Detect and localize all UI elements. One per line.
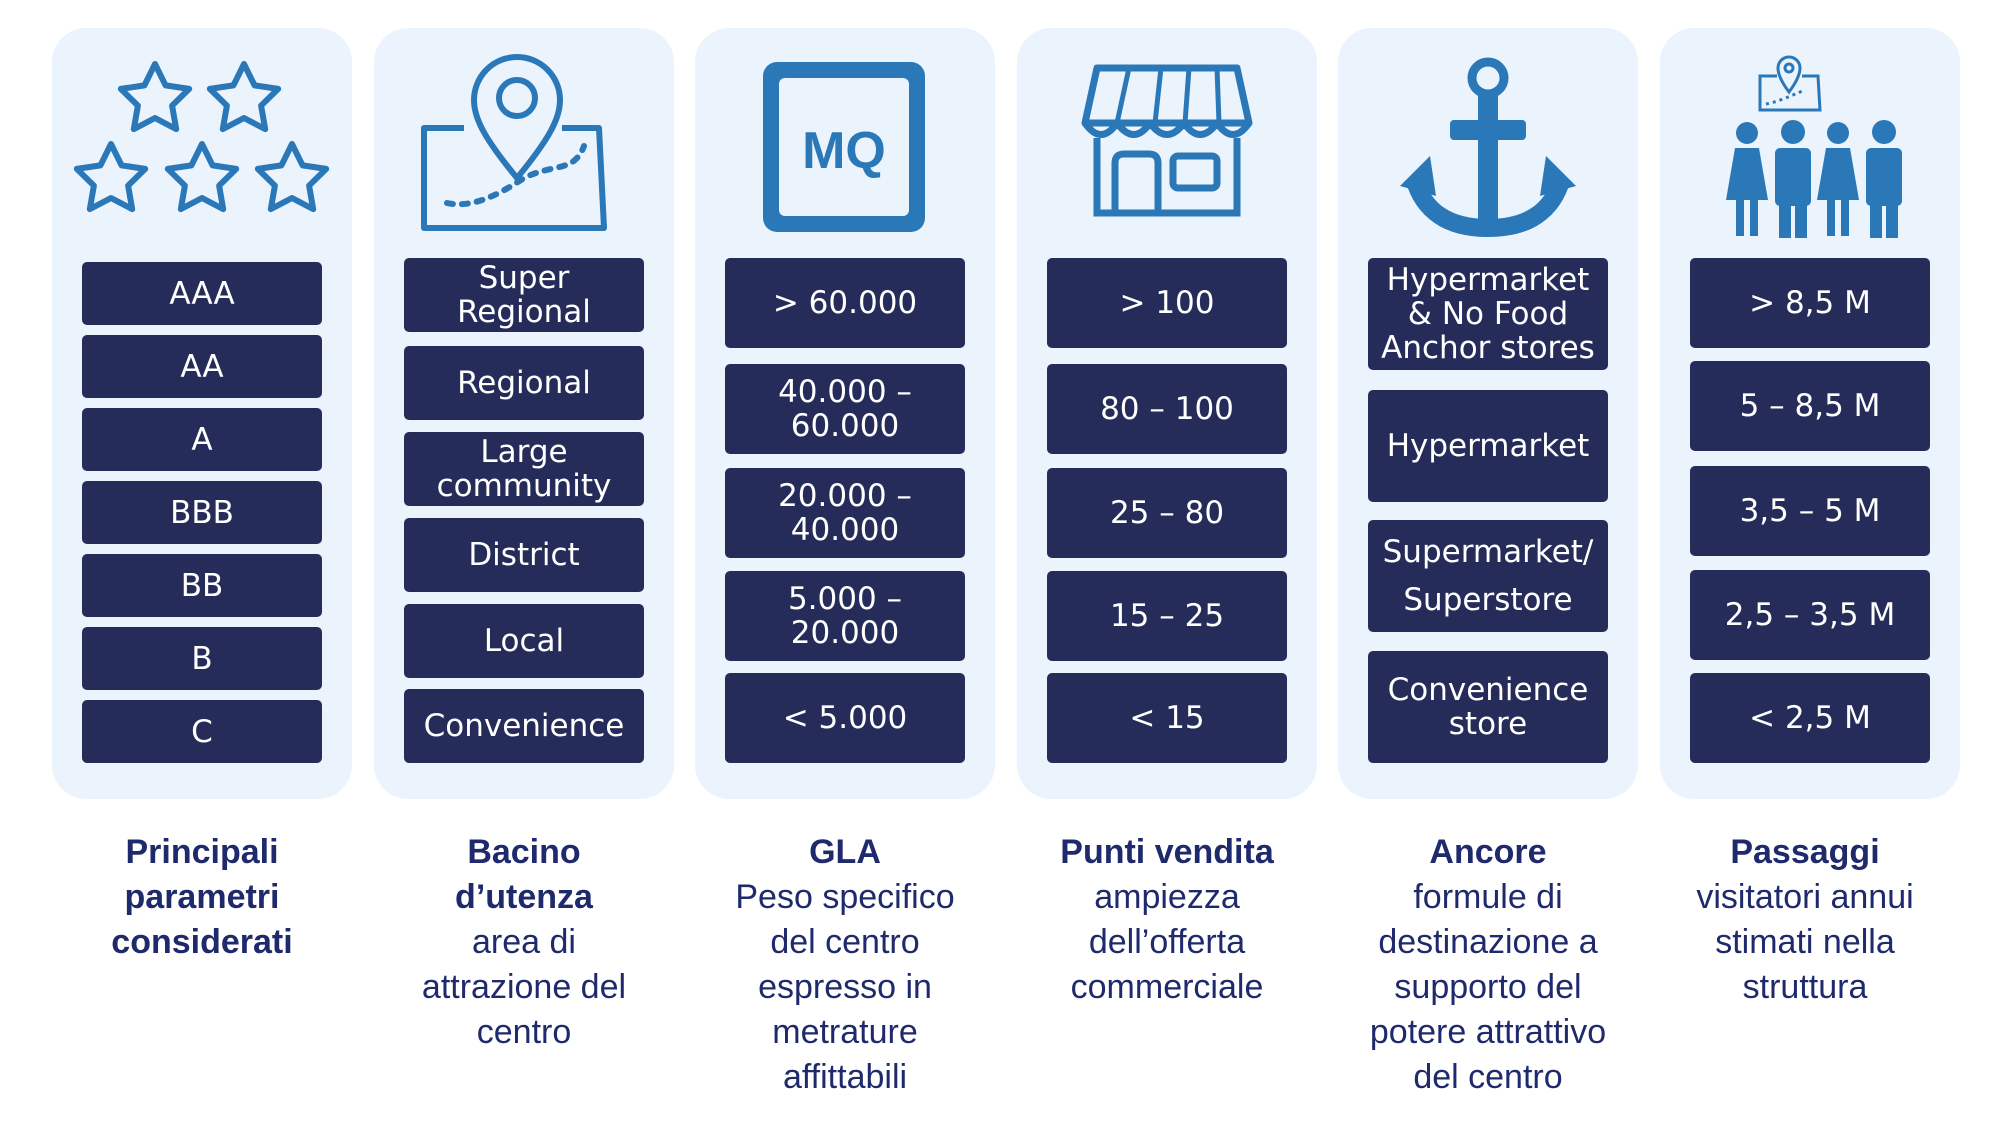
people-map-icon bbox=[1660, 28, 1960, 258]
caption-subtitle: area di attrazione del centro bbox=[421, 923, 627, 1051]
caption-rating: Principali parametri considerati bbox=[47, 830, 357, 965]
caption-stores: Punti vendita ampiezza dell’offerta comm… bbox=[1012, 830, 1322, 1010]
catchment-box: Super Regional bbox=[404, 258, 644, 332]
rating-box: B bbox=[82, 627, 322, 690]
store-icon bbox=[1017, 28, 1317, 258]
catchment-box: Regional bbox=[404, 346, 644, 420]
anchors-box: Hypermarket bbox=[1368, 390, 1608, 502]
rating-box: BBB bbox=[82, 481, 322, 544]
anchors-box: Supermarket/ Superstore bbox=[1368, 520, 1608, 632]
visitors-box: 5 – 8,5 M bbox=[1690, 361, 1930, 451]
gla-box: 5.000 – 20.000 bbox=[725, 571, 965, 661]
column-stores: > 100 80 – 100 25 – 80 15 – 25 < 15 bbox=[1017, 28, 1317, 799]
column-rating: AAA AA A BBB BB B C bbox=[52, 28, 352, 799]
visitors-box: < 2,5 M bbox=[1690, 673, 1930, 763]
caption-title: Principali parametri considerati bbox=[111, 833, 293, 961]
rating-box: AA bbox=[82, 335, 322, 398]
column-gla: MQ > 60.000 40.000 – 60.000 20.000 – 40.… bbox=[695, 28, 995, 799]
rating-box: A bbox=[82, 408, 322, 471]
rating-box: C bbox=[82, 700, 322, 763]
anchors-box: Convenience store bbox=[1368, 651, 1608, 763]
stores-box: < 15 bbox=[1047, 673, 1287, 763]
caption-subtitle: ampiezza dell’offerta commerciale bbox=[1070, 878, 1264, 1006]
visitors-box: 2,5 – 3,5 M bbox=[1690, 570, 1930, 660]
caption-subtitle: visitatori annui stimati nella struttura bbox=[1696, 878, 1914, 1006]
catchment-box: Large community bbox=[404, 432, 644, 506]
column-visitors: > 8,5 M 5 – 8,5 M 3,5 – 5 M 2,5 – 3,5 M … bbox=[1660, 28, 1960, 799]
caption-anchors: Ancore formule di destinazione a support… bbox=[1333, 830, 1643, 1100]
map-pin-icon bbox=[374, 28, 674, 258]
stores-box: 80 – 100 bbox=[1047, 364, 1287, 454]
column-anchors: Hypermarket & No Food Anchor stores Hype… bbox=[1338, 28, 1638, 799]
caption-title: Bacino d’utenza bbox=[455, 833, 593, 916]
stores-box: 25 – 80 bbox=[1047, 468, 1287, 558]
gla-box: > 60.000 bbox=[725, 258, 965, 348]
caption-title: Punti vendita bbox=[1060, 833, 1274, 871]
gla-box: 40.000 – 60.000 bbox=[725, 364, 965, 454]
anchor-icon bbox=[1338, 28, 1638, 258]
visitors-box: > 8,5 M bbox=[1690, 258, 1930, 348]
caption-title: Ancore bbox=[1429, 833, 1547, 871]
visitors-box: 3,5 – 5 M bbox=[1690, 466, 1930, 556]
stores-box: 15 – 25 bbox=[1047, 571, 1287, 661]
caption-catchment: Bacino d’utenza area di attrazione del c… bbox=[369, 830, 679, 1055]
catchment-box: Local bbox=[404, 604, 644, 678]
catchment-box: Convenience bbox=[404, 689, 644, 763]
caption-subtitle: Peso specifico del centro espresso in me… bbox=[735, 878, 955, 1096]
rating-box: AAA bbox=[82, 262, 322, 325]
stores-box: > 100 bbox=[1047, 258, 1287, 348]
caption-subtitle: formule di destinazione a supporto del p… bbox=[1369, 878, 1607, 1096]
caption-visitors: Passaggi visitatori annui stimati nella … bbox=[1650, 830, 1960, 1010]
gla-box: < 5.000 bbox=[725, 673, 965, 763]
rating-box: BB bbox=[82, 554, 322, 617]
catchment-box: District bbox=[404, 518, 644, 592]
gla-box: 20.000 – 40.000 bbox=[725, 468, 965, 558]
column-catchment: Super Regional Regional Large community … bbox=[374, 28, 674, 799]
mq-square-icon: MQ bbox=[695, 28, 995, 258]
caption-gla: GLA Peso specifico del centro espresso i… bbox=[690, 830, 1000, 1100]
caption-title: Passaggi bbox=[1730, 833, 1880, 871]
mq-label: MQ bbox=[802, 122, 886, 180]
caption-title: GLA bbox=[809, 833, 881, 871]
anchors-box: Hypermarket & No Food Anchor stores bbox=[1368, 258, 1608, 370]
stars-icon bbox=[52, 28, 352, 258]
